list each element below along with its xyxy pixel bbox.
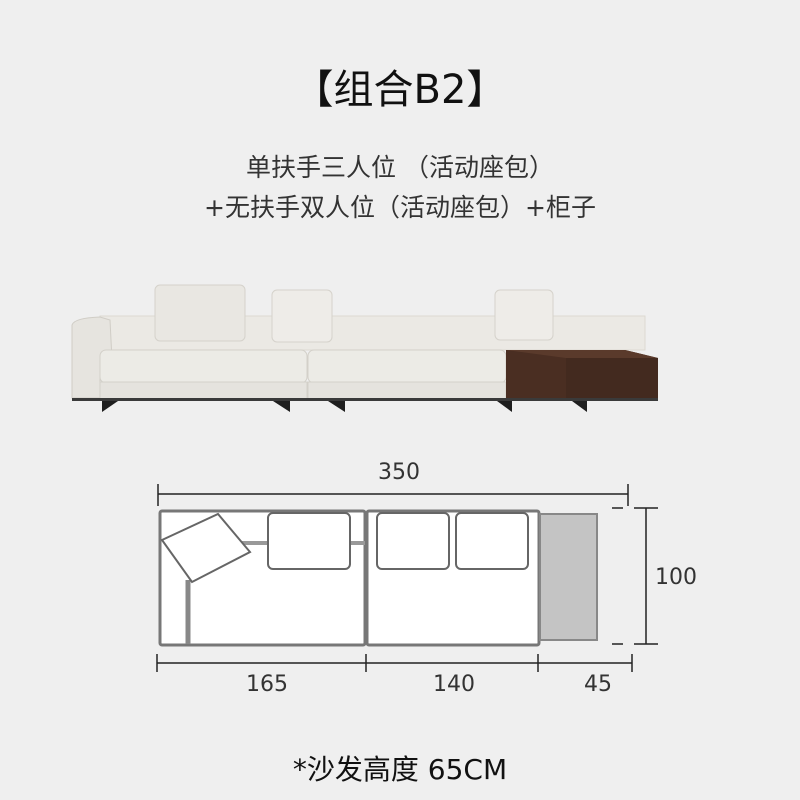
segment-width-label-3: 45: [584, 672, 612, 697]
subtitle-line-2: +无扶手双人位（活动座包）+柜子: [204, 193, 596, 222]
segment-width-label-2: 140: [433, 672, 475, 697]
dimension-plan-diagram: 350 100 165 140 45: [140, 450, 700, 710]
back-cushion-3: [494, 289, 554, 341]
throw-pillow: [160, 512, 252, 584]
total-width-label: 350: [378, 460, 420, 485]
configuration-description: 单扶手三人位 （活动座包） +无扶手双人位（活动座包）+柜子: [0, 148, 800, 228]
sofa-product-photo: [71, 284, 658, 412]
sofa-height-note: *沙发高度 65CM: [292, 753, 508, 786]
subtitle-line-1: 单扶手三人位 （活动座包）: [246, 153, 554, 182]
depth-label: 100: [655, 565, 697, 590]
back-cushion-2: [271, 289, 333, 343]
page-title: 【组合B2】: [293, 67, 507, 113]
back-cushion-1: [154, 284, 246, 342]
segment-width-label-1: 165: [246, 672, 288, 697]
